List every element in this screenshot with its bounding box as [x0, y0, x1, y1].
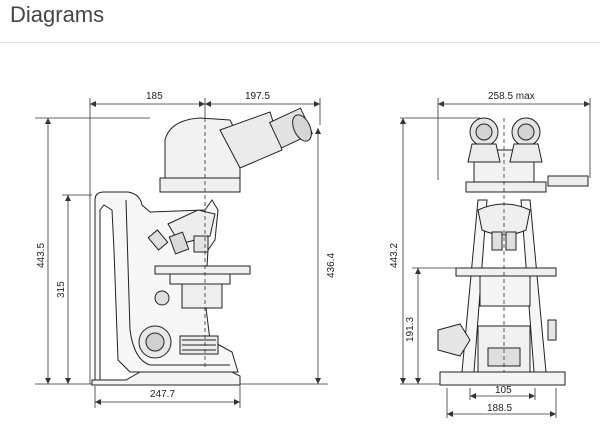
dim-front-base-width: 188.5 [487, 403, 512, 414]
dim-right-height: 436.4 [326, 253, 337, 278]
side-view-arrows [45, 101, 321, 405]
dim-front-total-height: 443.2 [389, 243, 400, 268]
front-view-arrows [400, 101, 590, 417]
side-view-drawing [91, 107, 313, 386]
front-view-drawing [437, 117, 589, 386]
title-divider [0, 42, 600, 43]
page-title: Diagrams [10, 2, 105, 27]
dim-max-width: 258.5 max [488, 91, 535, 102]
dim-top-left: 185 [146, 91, 163, 102]
dim-total-height: 443.5 [36, 243, 47, 268]
dim-base-width: 247.7 [150, 389, 175, 400]
dim-front-lower-height: 191.3 [405, 317, 416, 342]
dim-inner-width: 105 [495, 385, 512, 396]
dim-top-right: 197.5 [245, 91, 270, 102]
front-view-dimension-lines [400, 98, 591, 418]
dim-stage-height: 315 [56, 281, 67, 298]
